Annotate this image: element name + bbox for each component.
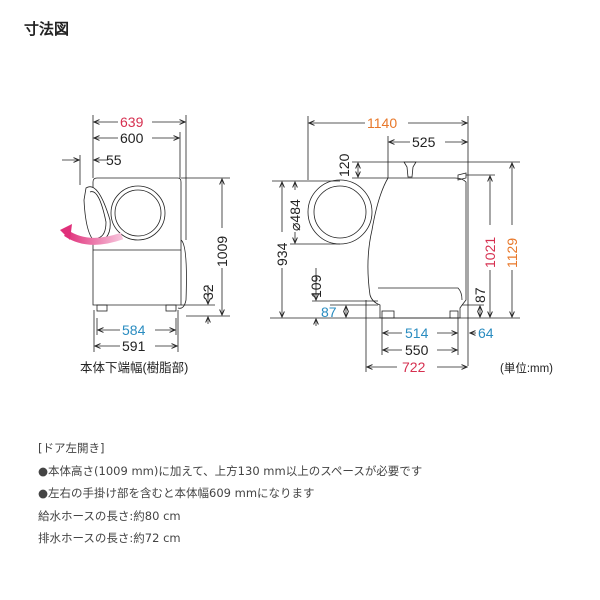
dim-600: 600 (120, 130, 144, 146)
front-view-machine (83, 177, 187, 312)
dim-514: 514 (405, 325, 429, 341)
notes: [ドア左開き] ●本体高さ(1009 mm)に加えて、上方130 mm以上のスペ… (38, 437, 422, 550)
unit-label: (単位:mm) (500, 361, 553, 375)
note-width: ●左右の手掛け部を含むと本体幅609 mmになります (38, 486, 315, 500)
dim-diameter-484: ⌀484 (287, 199, 303, 231)
note-height: ●本体高さ(1009 mm)に加えて、上方130 mm以上のスペースが必要です (38, 463, 423, 478)
front-caption: 本体下端幅(樹脂部) (80, 360, 188, 375)
dim-639: 639 (120, 114, 144, 130)
dim-722: 722 (402, 359, 426, 375)
dim-120: 120 (336, 153, 352, 177)
dim-87-front: 87 (321, 304, 337, 320)
dim-1009: 1009 (214, 236, 230, 267)
page-title: 寸法図 (24, 20, 70, 38)
note-supply-hose: 給水ホースの長さ:約80 cm (38, 508, 181, 523)
note-door: [ドア左開き] (38, 441, 105, 455)
dim-32: 32 (200, 284, 216, 300)
dim-64: 64 (478, 325, 494, 341)
dim-934: 934 (274, 242, 290, 266)
dim-87-rear: 87 (472, 287, 488, 303)
dim-55: 55 (106, 152, 122, 168)
side-view-machine (307, 161, 467, 319)
dim-1129: 1129 (504, 238, 520, 268)
dim-525: 525 (412, 134, 436, 150)
note-drain-hose: 排水ホースの長さ:約72 cm (38, 531, 181, 545)
dim-550: 550 (405, 342, 429, 358)
dim-1021: 1021 (482, 237, 498, 268)
dim-584: 584 (122, 322, 146, 338)
dim-1140: 1140 (367, 115, 397, 131)
dim-109: 109 (308, 274, 324, 298)
dim-591: 591 (122, 338, 146, 354)
